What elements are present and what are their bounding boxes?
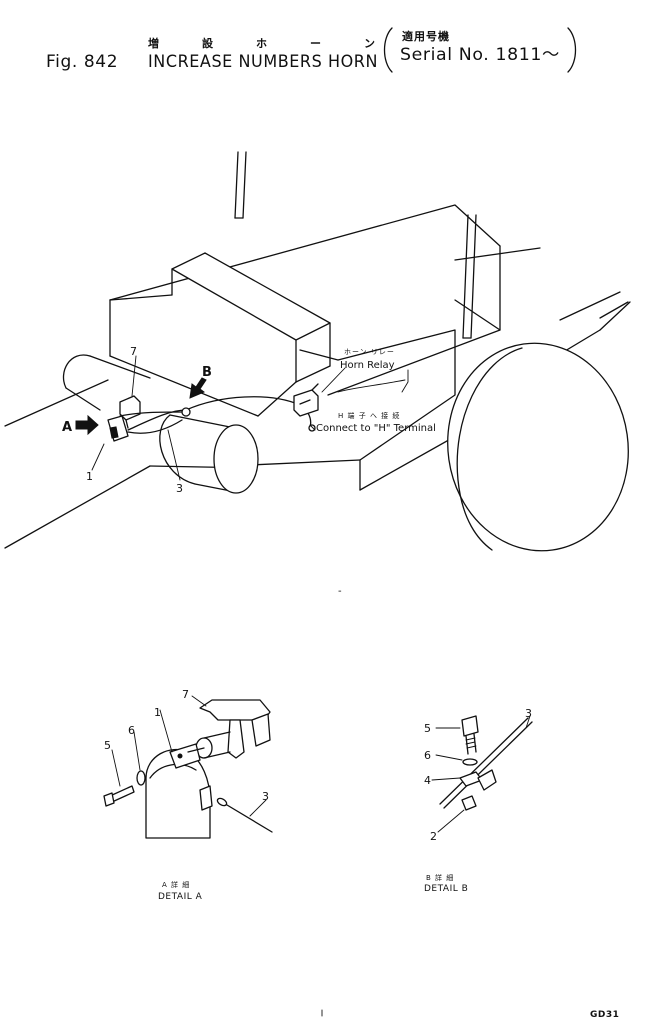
relay-leaders [309, 367, 409, 431]
arrow-a: A [62, 414, 99, 436]
detail-a-callout-3: 3 [262, 790, 269, 803]
horn [107, 415, 129, 442]
detail-b-callout-6: 6 [424, 749, 431, 762]
detail-a: 7 1 6 5 3 A 詳 細 DETAIL A [103, 688, 273, 902]
arrow-b: B [189, 365, 212, 399]
detail-a-callout-5: 5 [104, 739, 111, 752]
detail-b-caption: DETAIL B [424, 884, 468, 894]
detail-a-callout-1: 1 [154, 706, 161, 719]
detail-b-washer [462, 758, 478, 766]
detail-a-horn [145, 743, 213, 839]
connect-jp: H 端 子 へ 接 続 [338, 411, 400, 420]
page-title: INCREASE NUMBERS HORN [148, 52, 378, 72]
detail-b-bolt [461, 715, 479, 755]
callout-1: 1 [86, 470, 93, 483]
detail-a-caption-jp: A 詳 細 [162, 880, 190, 889]
horn-relay [293, 383, 319, 417]
horn-relay-label: Horn Relay [340, 360, 395, 371]
detail-b-caption-jp: B 詳 細 [426, 873, 454, 882]
title-jp: 増 設 ホ ー ン [148, 36, 376, 50]
header: Fig. 842 増 設 ホ ー ン INCREASE NUMBERS HORN… [46, 27, 577, 73]
detail-b-callout-2: 2 [430, 830, 437, 843]
wiring-harness [119, 396, 316, 434]
detail-b-callout-5: 5 [424, 722, 431, 735]
arrow-a-label: A [62, 420, 72, 435]
drawing-code: GD31 [590, 1010, 619, 1020]
detail-b-nut [461, 795, 477, 811]
callout-3: 3 [176, 482, 183, 495]
detail-b: 5 3 6 4 2 B 詳 細 DETAIL B [424, 707, 533, 894]
stray-dash: - [338, 586, 342, 597]
detail-a-bracket [195, 699, 271, 759]
detail-a-caption: DETAIL A [158, 892, 203, 902]
serial-close-paren [567, 27, 577, 73]
arrow-b-label: B [202, 365, 212, 380]
fig-label: Fig. 842 [46, 52, 118, 72]
serial-number: Serial No. 1811～ [400, 45, 560, 65]
cylinder [159, 414, 259, 494]
serial-open-paren [383, 27, 393, 73]
serial-jp: 適用号機 [402, 29, 450, 43]
horn-relay-jp: ホーン リレー [344, 348, 395, 356]
detail-a-fasteners [103, 770, 146, 807]
detail-a-callout-7: 7 [182, 688, 189, 701]
tire [447, 301, 629, 552]
detail-a-wire [216, 797, 273, 833]
callout-7: 7 [130, 345, 137, 358]
connect-label: Connect to "H" Terminal [316, 423, 436, 434]
detail-b-callout-4: 4 [424, 774, 431, 787]
detail-a-callout-6: 6 [128, 724, 135, 737]
detail-b-clamp [439, 717, 533, 809]
frame-posts [234, 151, 477, 339]
cover-box [109, 252, 331, 417]
main-view: A B 7 1 3 ホーン リレー Horn Relay H 端 子 へ 接 続… [4, 151, 631, 597]
detail-b-callout-3: 3 [525, 707, 532, 720]
